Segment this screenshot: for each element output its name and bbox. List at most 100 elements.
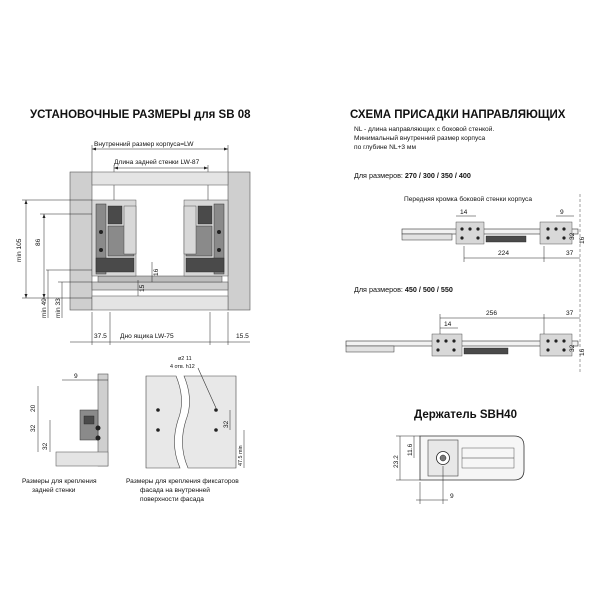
hole-icon (436, 339, 440, 343)
scheme2-label-prefix: Для размеров: (354, 285, 405, 294)
scheme1-label-224: 224 (498, 250, 509, 257)
hole-icon (546, 348, 550, 352)
right-screw-icon (217, 230, 221, 234)
label-15-5: 15.5 (236, 333, 249, 340)
left-screw-icon (99, 248, 103, 252)
hole-icon (436, 348, 440, 352)
hole-icon (554, 339, 558, 343)
right-runner-plate (183, 205, 197, 255)
drawer-bottom (97, 275, 223, 283)
scheme1-rail-end (401, 233, 453, 241)
scheme-2: Для размеров: 450 / 500 / 550 256 37 14 … (345, 285, 586, 357)
mount-front-caption-3: поверхности фасада (140, 496, 204, 503)
scheme1-label-32: 32 (569, 232, 576, 240)
arrow (92, 147, 96, 151)
hole-icon (562, 339, 566, 343)
label-min105: min 105 (16, 238, 23, 262)
cabinet-left-panel (69, 171, 93, 311)
scheme2-label-14: 14 (444, 321, 452, 328)
left-runner-rail (95, 203, 107, 275)
hole-icon (546, 236, 550, 240)
scheme1-edge-note: Передняя кромка боковой стенки корпуса (404, 195, 532, 203)
arrow (24, 200, 28, 204)
hole-icon (444, 339, 448, 343)
label-hole-depth: 11 (186, 356, 192, 362)
scheme2-label: Для размеров: 450 / 500 / 550 (354, 285, 453, 294)
right-runner-base (185, 257, 225, 273)
left-runner (91, 199, 137, 277)
scheme2-block-a (431, 333, 463, 357)
facade-section-left (145, 375, 182, 469)
scheme2-label-256: 256 (486, 310, 497, 317)
hole-icon (546, 227, 550, 231)
scheme2-label-37: 37 (566, 310, 574, 317)
label-47-5: 47.5 min (238, 445, 244, 466)
right-runner-rail (213, 203, 225, 275)
right-screw-icon (217, 248, 221, 252)
screw-icon (95, 425, 101, 431)
scheme2-label-16: 16 (579, 348, 586, 356)
hole-icon (562, 227, 566, 231)
label-20: 20 (30, 404, 37, 412)
hole-icon (562, 236, 566, 240)
left-title: УСТАНОВОЧНЫЕ РАЗМЕРЫ для SB 08 (30, 109, 251, 121)
left-runner-clip (107, 205, 123, 225)
mount-front-caption-1: Размеры для крепления фиксаторов (126, 478, 239, 485)
note-line-2: Минимальный внутренний размер корпуса (354, 134, 486, 142)
hole-icon (460, 236, 464, 240)
hole-icon (156, 428, 160, 432)
cabinet-base-panel (91, 295, 229, 311)
label-32-b: 32 (42, 442, 49, 450)
right-notes: NL - длина направляющих с боковой стенко… (354, 125, 494, 151)
label-37-5: 37.5 (94, 333, 107, 340)
arrow (224, 147, 228, 151)
holder-hole-center-icon (439, 454, 447, 462)
scheme1-ball-cage (485, 235, 527, 243)
leader-line (197, 367, 217, 409)
scheme1-rail (401, 228, 579, 235)
mount-back-caption-1: Размеры для крепления (22, 478, 97, 485)
hole-icon (546, 339, 550, 343)
arrow (204, 166, 208, 170)
label-15: 15 (139, 284, 146, 292)
right-runner-clip (197, 205, 213, 225)
bottom-panel-section (55, 451, 109, 467)
installation-drawing: Внутренний размер корпуса=LW Длина задне… (16, 140, 251, 345)
hole-icon (156, 408, 160, 412)
hole-icon (214, 408, 218, 412)
hole-icon (476, 227, 480, 231)
scheme1-block-a (455, 221, 485, 245)
hole-icon (452, 339, 456, 343)
hole-icon (452, 348, 456, 352)
back-clip (83, 415, 95, 425)
mount-front-drawing: ø2 11 4 отв. h12 32 47.5 min Размеры для… (126, 356, 245, 503)
arrow (114, 166, 118, 170)
scheme2-block-b (539, 333, 573, 357)
label-min49: min 49 (41, 298, 48, 318)
scheme1-label-9: 9 (560, 209, 564, 216)
hole-icon (460, 227, 464, 231)
scheme1-label-37: 37 (566, 250, 574, 257)
label-min33: min 33 (55, 298, 62, 318)
scheme2-rail-end (345, 345, 395, 353)
scheme1-label-prefix: Для размеров: (354, 171, 405, 180)
cabinet-right-panel (227, 171, 251, 311)
label-holes-note: 4 отв. h12 (170, 364, 195, 370)
right-title: СХЕМА ПРИСАДКИ НАПРАВЛЯЮЩИХ (350, 109, 566, 121)
label-86: 86 (35, 238, 42, 246)
label-drawer-bottom: Дно ящика LW-75 (120, 333, 174, 340)
arrow (42, 214, 46, 218)
label-back-wall: Длина задней стенки LW-87 (114, 158, 200, 166)
label-16: 16 (153, 268, 160, 276)
label-9: 9 (74, 373, 78, 380)
holder-label-11-6: 11.6 (407, 443, 414, 456)
hole-icon (468, 227, 472, 231)
mount-front-caption-2: фасада на внутренней (140, 486, 210, 494)
scheme-1: Для размеров: 270 / 300 / 350 / 400 Пере… (354, 171, 586, 372)
holder-title: Держатель SBH40 (414, 409, 517, 421)
label-32: 32 (223, 420, 230, 428)
hole-icon (554, 227, 558, 231)
label-inner-size: Внутренний размер корпуса=LW (94, 140, 194, 148)
hole-icon (476, 236, 480, 240)
